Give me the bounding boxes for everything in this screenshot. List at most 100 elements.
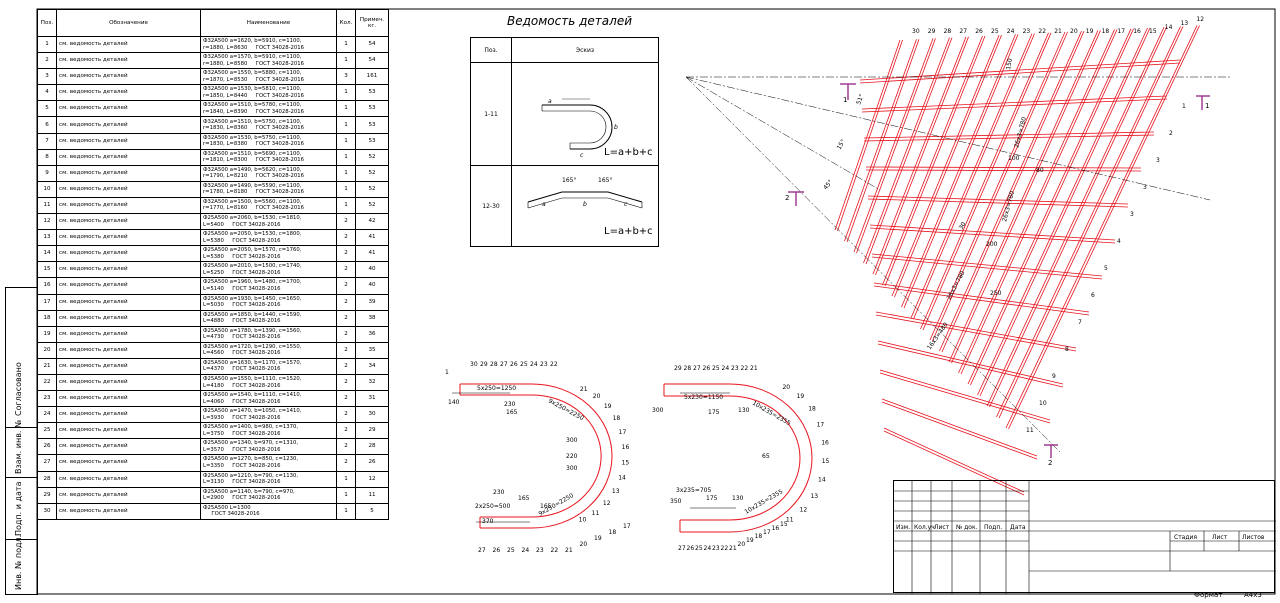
u-mark: 20 [593, 393, 601, 400]
u-mark: 20 [738, 541, 746, 548]
name-line1: Ф25А500 a=1400, b=980, c=1370, [203, 424, 299, 431]
u-mark: 25 [712, 365, 720, 372]
name-length: L=5380 [203, 237, 224, 244]
dim-label: c [624, 201, 628, 208]
section-mark: 1 [1205, 102, 1209, 110]
name-gost: ГОСТ 34028-2016 [232, 462, 281, 469]
dim-label: a [548, 98, 552, 105]
name-length: L=5030 [203, 302, 224, 309]
name-gost: ГОСТ 34028-2016 [232, 479, 281, 486]
name-line1: Ф32А500 a=1490, b=5590, c=1100, [203, 182, 302, 189]
name-gost: ГОСТ 34028-2016 [255, 157, 305, 164]
name-line1: Ф32А500 a=1530, b=5750, c=1100, [203, 134, 302, 141]
name-gost: ГОСТ 34028-2016 [255, 173, 305, 180]
name-line1: Ф25А500 a=1210, b=790, c=1130, [203, 472, 299, 479]
u-mark: 18 [755, 533, 763, 540]
sidebar-cell-approved: Согласовано [6, 288, 37, 428]
stamp-right: Стадия [1174, 534, 1197, 541]
name-line1: Ф25А500 L=1300 [203, 504, 251, 511]
stamp-col: № док. [956, 524, 978, 531]
dim-label: b [583, 201, 587, 208]
dim-label: b [614, 124, 618, 131]
u-mark: 14 [618, 474, 626, 481]
name-gost: ГОСТ 34028-2016 [232, 350, 281, 357]
name-gost: ГОСТ 34028-2016 [255, 76, 305, 83]
cell-note: 31 [355, 390, 389, 408]
stamp-right: Листов [1242, 534, 1265, 541]
u-dim: 300 [652, 407, 664, 414]
name-gost: ГОСТ 34028-2016 [232, 221, 281, 228]
name-line1: Ф25А500 a=2060, b=1530, c=1810, [203, 215, 302, 222]
name-line2: r=1810, L=8300 ГОСТ 34028-2016 [203, 157, 334, 164]
name-gost: ГОСТ 34028-2016 [232, 302, 281, 309]
u-dim: 130 [732, 495, 744, 502]
u-dim: 2х250=500 [475, 503, 510, 510]
u-dim: 140 [448, 399, 460, 406]
cell-note: 5 [355, 502, 389, 520]
cell-name: Ф32А500 a=1490, b=5590, c=1100,r=1780, L… [200, 180, 337, 198]
name-gost: ГОСТ 34028-2016 [255, 60, 305, 67]
stamp-col: Дата [1010, 524, 1026, 531]
name-line2: r=1770, L=8160 ГОСТ 34028-2016 [203, 205, 334, 212]
name-length: r=1810, L=8300 [203, 157, 248, 164]
name-line2: r=1880, L=8580 ГОСТ 34028-2016 [203, 61, 334, 68]
dim-label: c [580, 152, 584, 159]
u-dim: 230 [504, 401, 516, 408]
name-length: L=4560 [203, 350, 224, 357]
bend-row: 1-11 a b c L=a+b+c [470, 62, 659, 166]
name-length: L=5250 [203, 269, 224, 276]
name-line1: Ф25А500 a=1470, b=1050, c=1410, [203, 408, 302, 415]
plan-mark: 19 [1086, 28, 1094, 35]
name-line2: L=4060 ГОСТ 34028-2016 [203, 399, 334, 406]
name-line1: Ф25А500 a=1960, b=1480, c=1700, [203, 279, 302, 286]
plan-dim: 51° [855, 93, 865, 105]
name-line1: Ф25А500 a=1140, b=790, c=970, [203, 488, 295, 495]
plan-mark: 14 [1165, 24, 1173, 31]
u-dim: 220 [566, 453, 578, 460]
u-mark: 22 [741, 365, 749, 372]
name-line1: Ф25А500 a=1550, b=1110, c=1520, [203, 376, 302, 383]
header-designation: Обозначение [56, 9, 201, 37]
name-gost: ГОСТ 34028-2016 [232, 446, 281, 453]
name-gost: ГОСТ 34028-2016 [255, 108, 305, 115]
name-line2: r=1830, L=8380 ГОСТ 34028-2016 [203, 141, 334, 148]
u-mark: 17 [623, 523, 631, 530]
plan-dim: 200 [986, 241, 998, 248]
plan-mark: 8 [1065, 346, 1069, 353]
cell-name: Ф25А500 L=1300 ГОСТ 34028-2016 [200, 502, 337, 520]
plan-dim: 150 [1005, 58, 1014, 71]
name-gost: ГОСТ 34028-2016 [255, 189, 305, 196]
name-line2: r=1780, L=8180 ГОСТ 34028-2016 [203, 189, 334, 196]
u-dim: 165 [506, 409, 518, 416]
name-line1: Ф32А500 a=1620, b=5910, c=1100, [203, 38, 302, 45]
u-dim: 300 [566, 437, 578, 444]
stamp-col: Изм. [896, 524, 910, 531]
u-mark: 24 [522, 547, 530, 554]
u-dim: 10х235=2355 [744, 488, 785, 516]
u-dim: 175 [706, 495, 718, 502]
u-mark: 12 [603, 500, 611, 507]
name-line2: r=1870, L=8530 ГОСТ 34028-2016 [203, 77, 334, 84]
u-mark: 23 [731, 365, 739, 372]
name-gost: ГОСТ 34028-2016 [232, 269, 281, 276]
name-line1: Ф32А500 a=1500, b=5560, c=1100, [203, 198, 302, 205]
u-mark: 24 [530, 361, 538, 368]
name-gost: ГОСТ 34028-2016 [232, 382, 281, 389]
name-length: r=1830, L=8360 [203, 125, 248, 132]
bend-row-sketch: a b c L=a+b+c [511, 62, 659, 166]
specification-table: Поз. Обозначение Наименование Кол. Приме… [37, 9, 389, 520]
name-length: r=1880, L=8580 [203, 60, 248, 67]
name-line1: Ф25А500 a=2050, b=1570, c=1760, [203, 247, 302, 254]
name-line1: Ф32А500 a=1550, b=5880, c=1100, [203, 70, 302, 77]
name-length: L=3570 [203, 446, 224, 453]
name-line2: L=3130 ГОСТ 34028-2016 [203, 479, 334, 486]
sidebar-cell-replace: Взам. инв. № [6, 420, 37, 478]
plan-dim: 100 [1008, 155, 1020, 162]
